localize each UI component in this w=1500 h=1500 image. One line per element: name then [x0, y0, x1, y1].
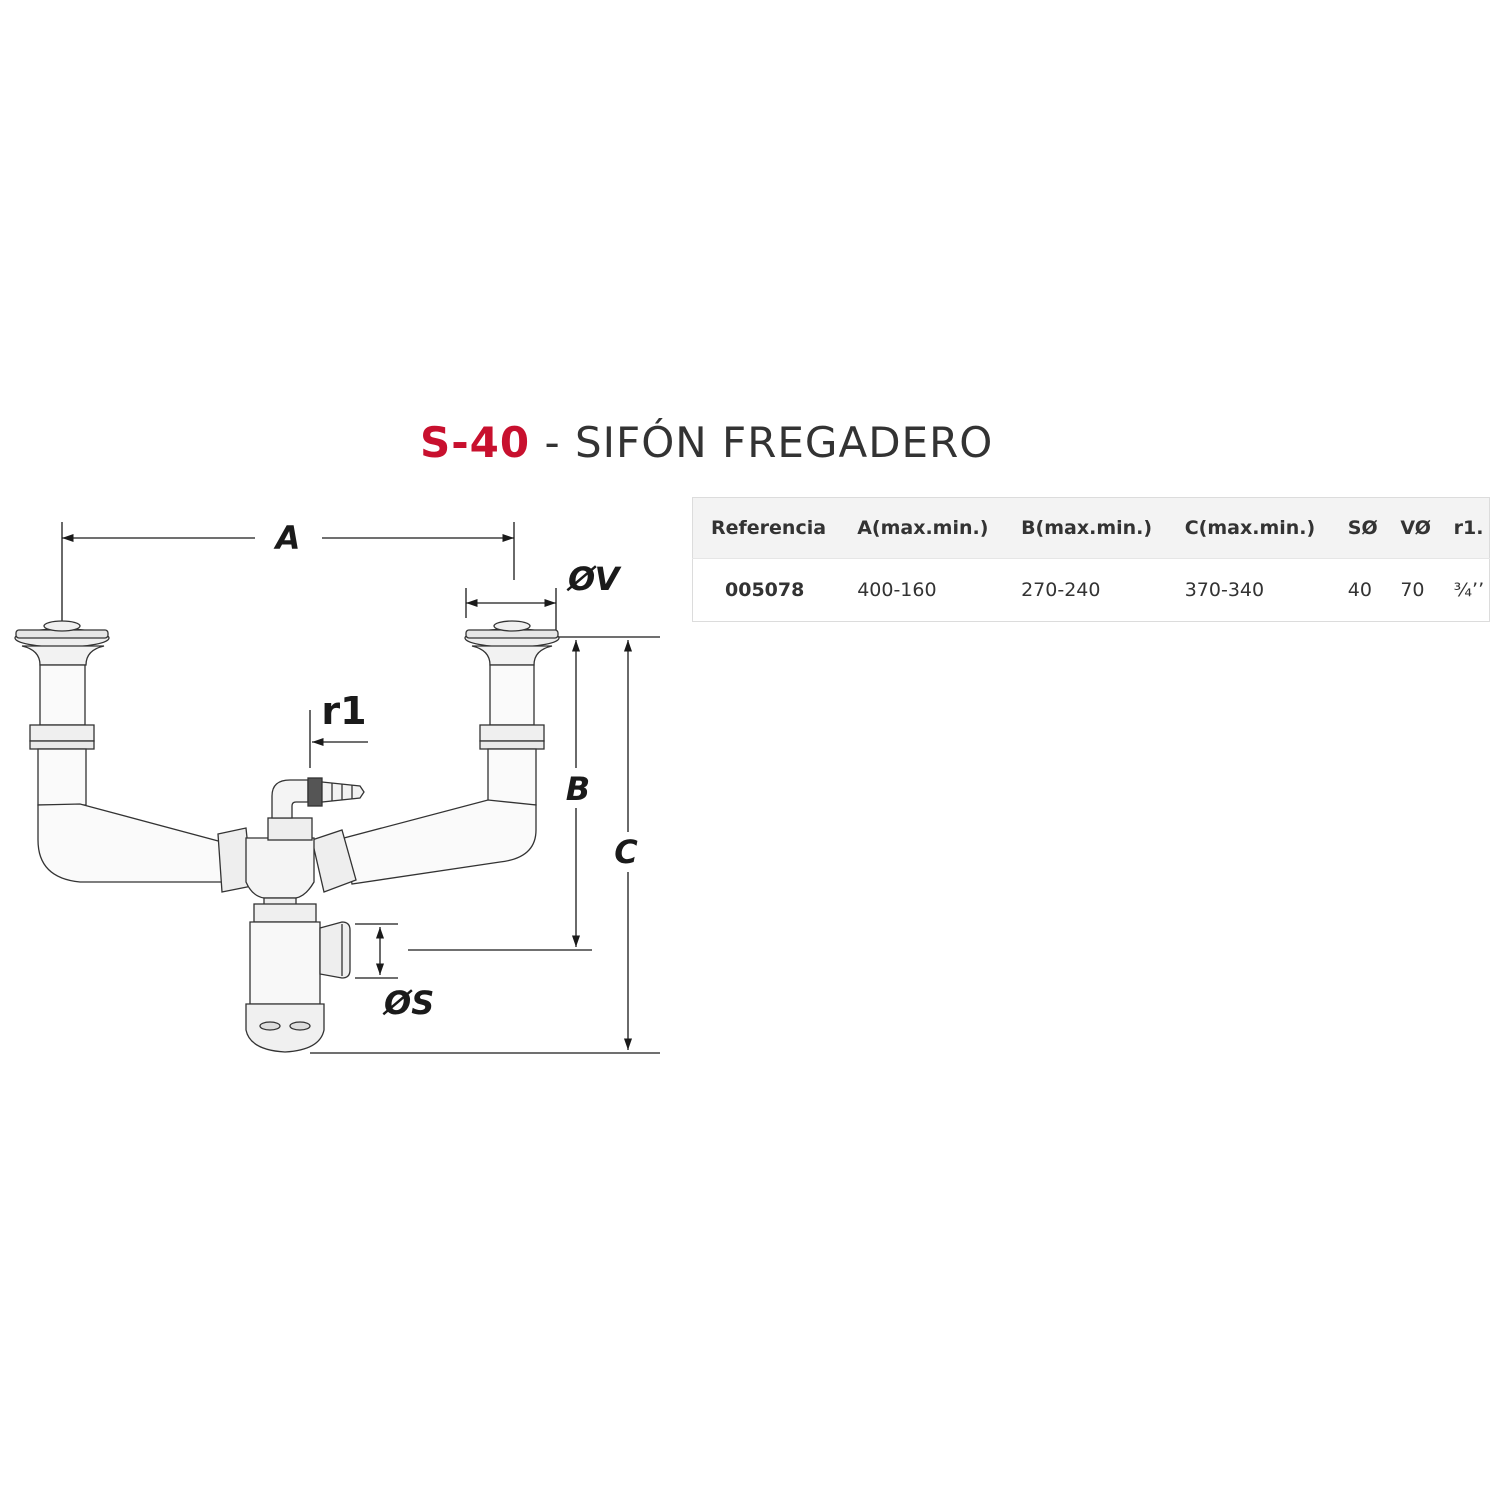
- spec-table: Referencia A(max.min.) B(max.min.) C(max…: [692, 497, 1490, 622]
- product-code: S-40: [420, 418, 531, 467]
- label-s: ØS: [382, 984, 434, 1022]
- trap-nut: [253, 903, 317, 923]
- right-arm: [343, 799, 537, 885]
- cell-b: 270-240: [1003, 558, 1167, 622]
- label-c: C: [614, 833, 638, 871]
- header-v: VØ: [1382, 497, 1436, 559]
- cell-c: 370-340: [1166, 558, 1330, 622]
- left-nut: [29, 724, 95, 742]
- table-row: 005078 400-160 270-240 370-340 40 70 ¾’’: [692, 558, 1490, 622]
- header-referencia: Referencia: [692, 497, 840, 559]
- dimension-r1: [309, 710, 368, 768]
- hose-connector-nut: [307, 777, 323, 807]
- table-header-row: Referencia A(max.min.) B(max.min.) C(max…: [692, 497, 1490, 559]
- header-a: A(max.min.): [839, 497, 1004, 559]
- dimension-v: [465, 588, 557, 632]
- cell-v: 70: [1382, 558, 1436, 622]
- label-b: B: [566, 770, 590, 808]
- cell-r1: ¾’’: [1435, 558, 1490, 622]
- cell-s: 40: [1329, 558, 1383, 622]
- siphon-drawing: [14, 620, 560, 1053]
- trap-bowl: [249, 921, 321, 1005]
- central-body: [245, 837, 315, 899]
- cell-a: 400-160: [839, 558, 1004, 622]
- dimension-a: [61, 522, 515, 622]
- title-separator: -: [530, 418, 575, 467]
- header-b: B(max.min.): [1003, 497, 1167, 559]
- label-v: ØV: [566, 560, 622, 598]
- header-s: SØ: [1329, 497, 1383, 559]
- cell-referencia: 005078: [692, 558, 840, 622]
- label-a: A: [273, 519, 301, 557]
- bottom-cap: [245, 1003, 325, 1053]
- siphon-diagram: A ØV B C ØS r1: [14, 519, 660, 1054]
- header-r1: r1.: [1435, 497, 1490, 559]
- side-outlet: [319, 921, 351, 979]
- dimension-s: [355, 923, 398, 979]
- product-name: SIFÓN FREGADERO: [575, 418, 994, 467]
- left-arm: [37, 803, 223, 883]
- header-c: C(max.min.): [1166, 497, 1330, 559]
- right-nut: [479, 724, 545, 742]
- label-r1: r1: [321, 689, 366, 733]
- page-title: S-40 - SIFÓN FREGADERO: [420, 418, 993, 467]
